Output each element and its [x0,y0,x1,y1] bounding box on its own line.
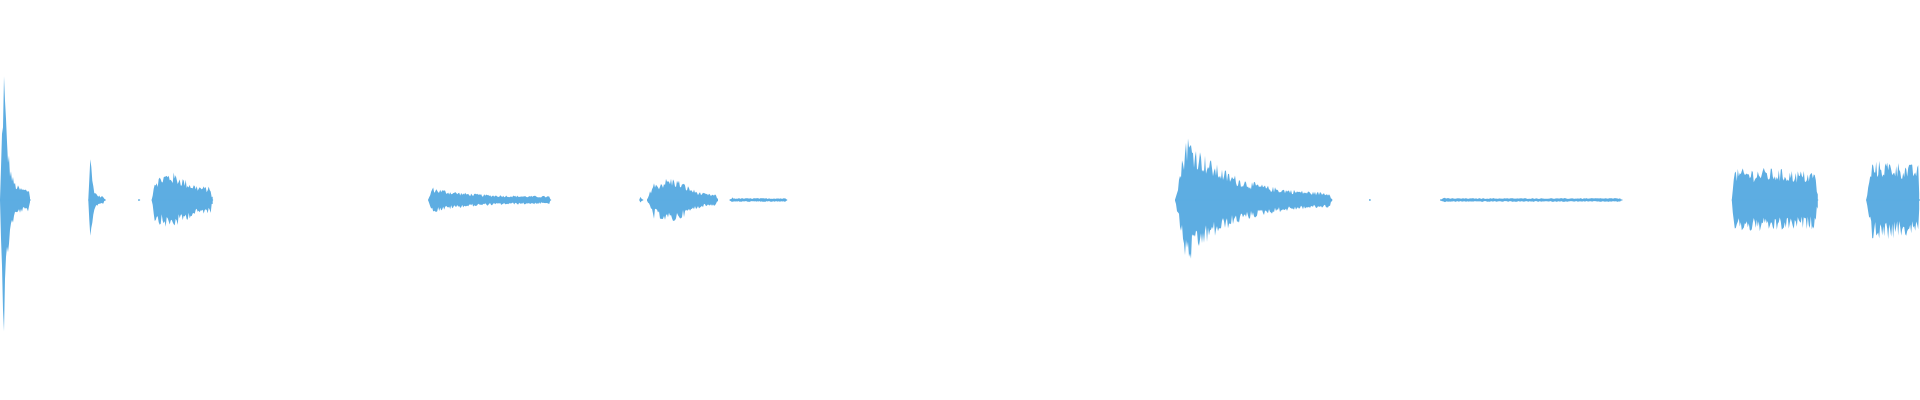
waveform-segment [88,159,106,236]
waveform-segment-centerline [647,199,718,201]
waveform-segment-centerline [1175,199,1333,201]
waveform-segment-centerline [1731,199,1819,201]
waveform-segment-centerline [138,199,141,201]
waveform-segment-centerline [88,199,106,201]
waveform-segment [0,76,30,332]
waveform-segment-centerline [0,199,31,201]
waveform-segment-centerline [428,199,552,201]
waveform-segment-centerline [729,199,788,201]
waveform-segment-centerline [1369,199,1371,201]
waveform-segment-centerline [1866,199,1920,201]
waveform-segment [1175,138,1332,259]
waveform-group [0,76,1920,332]
waveform-segment-centerline [1440,199,1623,201]
waveform-segment-centerline [639,199,644,201]
waveform-segment-centerline [151,199,214,201]
